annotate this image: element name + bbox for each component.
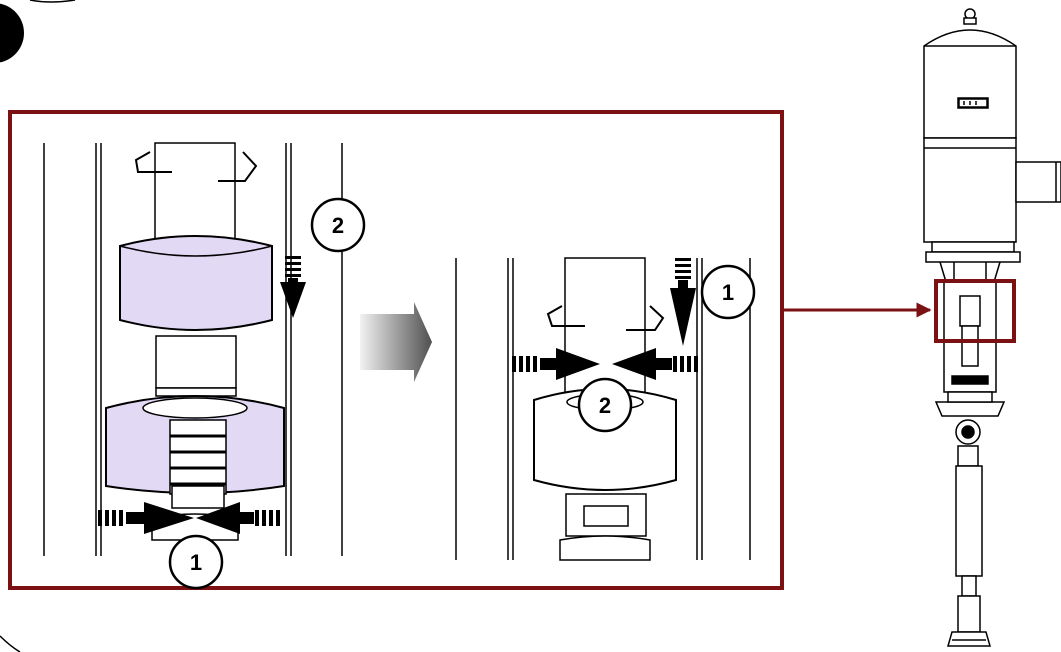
callout-right-step-2-label: 2	[599, 393, 611, 418]
squeeze-arrows-left	[98, 502, 280, 534]
step-number-badge	[0, 3, 24, 63]
callout-right-step-1-label: 1	[722, 280, 734, 305]
page-corner-curve-bottom	[0, 635, 21, 652]
page-corner-curve	[29, 0, 76, 3]
left-detail-view: 2 1	[43, 142, 366, 590]
callout-left-step-2-label: 2	[332, 213, 344, 238]
squeeze-arrows-right	[512, 348, 698, 380]
push-down-arrow	[280, 256, 306, 318]
callout-right-step-1	[700, 264, 756, 320]
detail-frame	[8, 110, 784, 590]
callout-left-step-1	[168, 534, 224, 590]
pump-highlight-box	[934, 279, 1016, 343]
callout-left-step-1-label: 1	[190, 550, 202, 575]
step-transition-arrow	[360, 302, 432, 382]
callout-right-step-2	[577, 377, 633, 433]
pump-overview	[923, 8, 1061, 647]
right-detail-view: 1 2	[455, 257, 756, 561]
push-down-arrow-right	[670, 258, 696, 346]
callout-left-step-2	[310, 197, 366, 253]
